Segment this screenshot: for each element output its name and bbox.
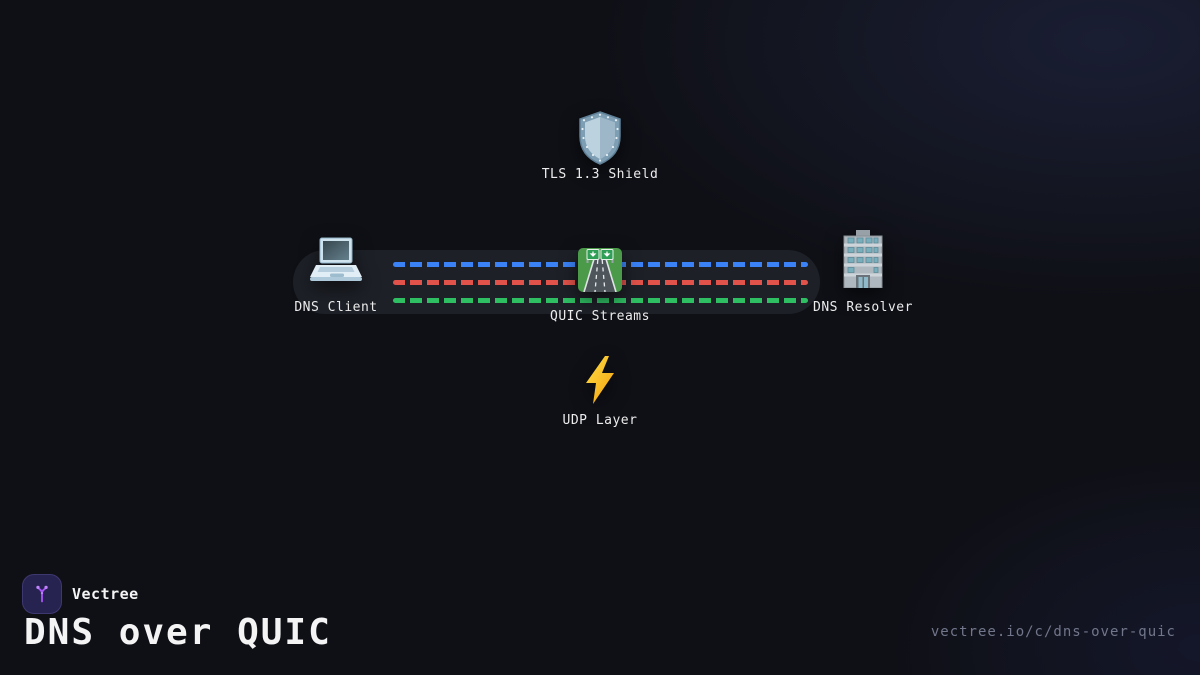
tls-shield-label: TLS 1.3 Shield: [541, 167, 659, 182]
office-building-icon: [843, 230, 883, 288]
udp-layer-label: UDP Layer: [562, 413, 638, 428]
card-url: vectree.io/c/dns-over-quic: [930, 624, 1176, 640]
quic-streams-label: QUIC Streams: [550, 309, 650, 324]
dns-resolver-label: DNS Resolver: [813, 300, 913, 315]
stream-line-green: [393, 298, 808, 303]
vectree-logo: [22, 574, 62, 614]
vectree-logo-icon: [36, 585, 48, 603]
brand-name: Vectree: [72, 585, 139, 603]
page-title: DNS over QUIC: [24, 612, 332, 653]
motorway-icon: [578, 248, 622, 292]
laptop-icon: [310, 237, 362, 281]
lightning-bolt-icon: [586, 356, 614, 404]
shield-icon: [579, 111, 621, 165]
dns-client-label: DNS Client: [294, 300, 378, 315]
